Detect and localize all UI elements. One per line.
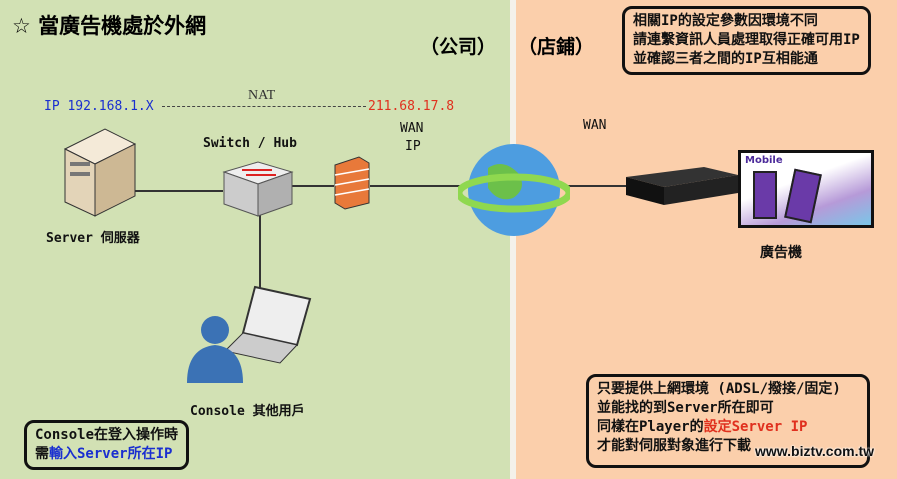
note-console: Console在登入操作時 需輸入Server所在IP xyxy=(24,420,190,470)
switch-console-link xyxy=(259,214,261,289)
note-store-setup: 只要提供上網環境 (ADSL/撥接/固定) 並能找的到Server所在即可 同樣… xyxy=(586,374,870,468)
switch-firewall-link xyxy=(292,185,334,187)
firewall-icon xyxy=(334,156,370,210)
media-player-icon xyxy=(626,167,738,205)
watermark: www.biztv.com.tw xyxy=(755,443,875,459)
nat-dashed-line xyxy=(162,106,366,107)
internet-globe-icon xyxy=(458,144,570,236)
switch-label: Switch / Hub xyxy=(203,136,297,151)
note-line: 只要提供上網環境 (ADSL/撥接/固定) xyxy=(597,381,841,397)
note-line: 並確認三者之間的IP互相能通 xyxy=(633,51,818,67)
console-user-icon xyxy=(187,285,312,383)
company-label: （公司） xyxy=(420,36,497,58)
internet-player-link xyxy=(568,185,628,187)
store-wan-label: WAN xyxy=(583,118,607,133)
wan-label: WAN xyxy=(400,121,424,136)
note-line: 才能對伺服對象進行下載 xyxy=(597,438,751,454)
zone-divider xyxy=(510,0,516,479)
firewall-internet-link xyxy=(370,185,462,187)
signage-screen: Mobile xyxy=(738,150,874,228)
store-zone xyxy=(516,0,897,479)
ip-label: IP xyxy=(405,139,421,154)
note-line: Console在登入操作時 xyxy=(35,427,179,443)
note-line: 需 xyxy=(35,446,49,462)
signage-label: 廣告機 xyxy=(760,245,802,261)
note-highlight: 輸入Server所在IP xyxy=(49,446,173,462)
note-line: 相關IP的設定參數因環境不同 xyxy=(633,13,818,29)
switch-icon xyxy=(222,161,294,217)
nat-label: NAT xyxy=(248,88,276,103)
screen-brand: Mobile xyxy=(745,155,783,166)
note-line: 同樣在Player的 xyxy=(597,419,704,435)
company-zone xyxy=(0,0,510,479)
store-label: （店鋪） xyxy=(518,36,595,58)
server-switch-link xyxy=(135,190,223,192)
note-line: 請連繫資訊人員處理取得正確可用IP xyxy=(633,32,860,48)
page-title: ☆ 當廣告機處於外網 xyxy=(12,14,207,38)
note-highlight: 設定Server IP xyxy=(703,419,808,435)
wan-ip: 211.68.17.8 xyxy=(368,99,455,114)
note-ip-settings: 相關IP的設定參數因環境不同 請連繫資訊人員處理取得正確可用IP 並確認三者之間… xyxy=(622,6,871,75)
console-label: Console 其他用戶 xyxy=(190,404,305,419)
server-icon xyxy=(63,128,137,217)
note-line: 並能找的到Server所在即可 xyxy=(597,400,774,416)
lan-ip: IP 192.168.1.X xyxy=(44,99,154,114)
server-label: Server 伺服器 xyxy=(46,231,140,246)
